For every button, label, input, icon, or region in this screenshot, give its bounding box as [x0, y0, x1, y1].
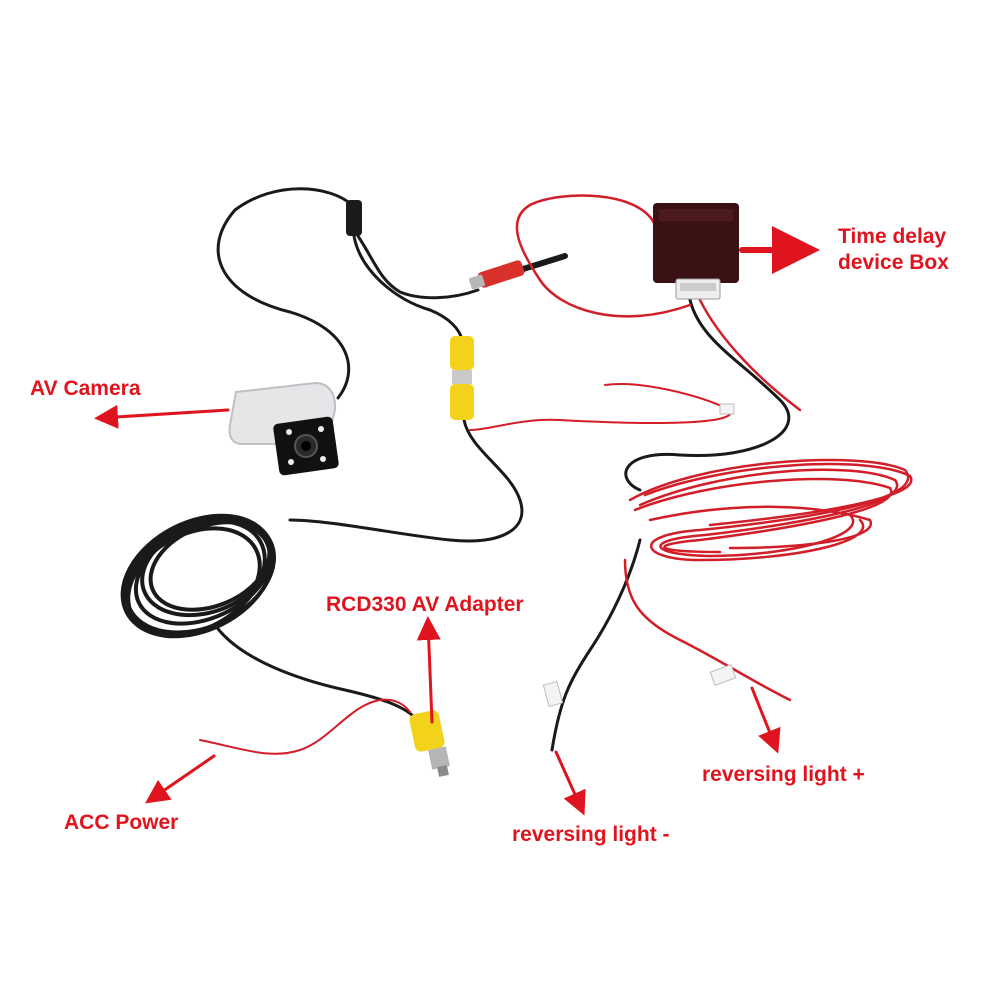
- arrow-acc-power: [145, 754, 216, 804]
- cable-splitter: [346, 200, 362, 236]
- callout-arrows: [94, 226, 820, 816]
- rca-red-connector: [469, 260, 525, 290]
- label-acc-power: ACC Power: [64, 811, 179, 834]
- arrow-av-camera: [94, 404, 230, 429]
- box-ground-wire: [624, 298, 791, 492]
- label-reversing-light-plus: reversing light +: [702, 763, 865, 786]
- rca-yellow-adapter: [409, 710, 450, 777]
- rca-yellow-female: [450, 336, 474, 420]
- arrow-rcd330: [416, 616, 441, 724]
- cable-yellow-to-coil: [288, 418, 524, 543]
- cable-to-yellow-female: [352, 234, 464, 342]
- cable-coil-to-adapter: [213, 623, 414, 717]
- acc-power-red: [199, 698, 411, 755]
- red-wires: [199, 194, 913, 755]
- label-reversing-light-minus: reversing light -: [512, 823, 670, 846]
- red-to-plus: [623, 558, 792, 702]
- label-time-delay-box: Time delay device Box: [838, 224, 949, 276]
- label-av-camera: AV Camera: [30, 377, 141, 400]
- time-delay-box: [653, 203, 739, 300]
- label-time-delay-line1: Time delay: [838, 225, 947, 248]
- wire-tags: [542, 403, 737, 708]
- arrow-rev-minus: [554, 750, 586, 816]
- cable-coil: [120, 513, 277, 639]
- arrow-rev-plus: [750, 686, 781, 754]
- ground-wire-to-minus: [550, 538, 642, 752]
- rca-red-black-tip: [517, 253, 568, 273]
- cable-to-rca-female: [356, 234, 480, 300]
- label-rcd330-adapter: RCD330 AV Adapter: [326, 593, 524, 616]
- box-red-to-rca: [698, 298, 802, 412]
- box-red-loop: [515, 194, 692, 318]
- camera-cable-loop: [216, 187, 354, 400]
- av-camera: [228, 381, 339, 476]
- label-time-delay-line2: device Box: [838, 251, 949, 274]
- red-feed-wire: [469, 383, 732, 431]
- red-wire-bundle: [628, 458, 913, 562]
- black-wires: [120, 187, 791, 752]
